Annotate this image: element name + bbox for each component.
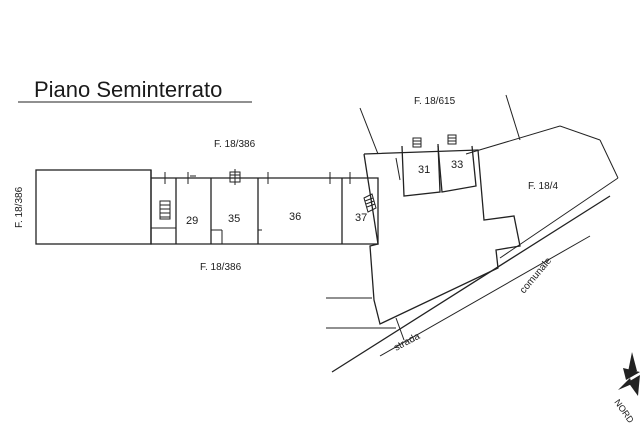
road (331, 195, 611, 373)
unit-36-label: 36 (289, 211, 301, 223)
stair-37-icon (363, 193, 377, 213)
stair-29-icon (159, 200, 171, 220)
west-building (35, 169, 152, 245)
unit-row (150, 170, 379, 245)
road-comunale-label: comunale (518, 255, 555, 296)
unit-31-label: 31 (418, 164, 430, 176)
stair-31-icon (412, 137, 422, 148)
unit-35-label: 35 (228, 213, 240, 225)
parcel-west-label: F. 18/386 (14, 186, 25, 228)
compass-label: NORD (612, 397, 636, 425)
unit-33-label: 33 (451, 159, 463, 171)
unit-29-label: 29 (186, 215, 198, 227)
stair-35-icon (229, 169, 241, 185)
unit-37-label: 37 (355, 212, 367, 224)
stair-33-icon (447, 134, 457, 145)
north-compass-icon (618, 352, 640, 396)
parcel-east-label: F. 18/4 (528, 181, 558, 192)
parcel-south-label: F. 18/386 (200, 262, 242, 273)
parcel-northeast-label: F. 18/615 (414, 96, 456, 107)
parcel-north-label: F. 18/386 (214, 139, 256, 150)
east-building (363, 143, 521, 325)
road-strada-label: strada (392, 331, 422, 354)
plan-title: Piano Seminterrato (34, 77, 222, 102)
